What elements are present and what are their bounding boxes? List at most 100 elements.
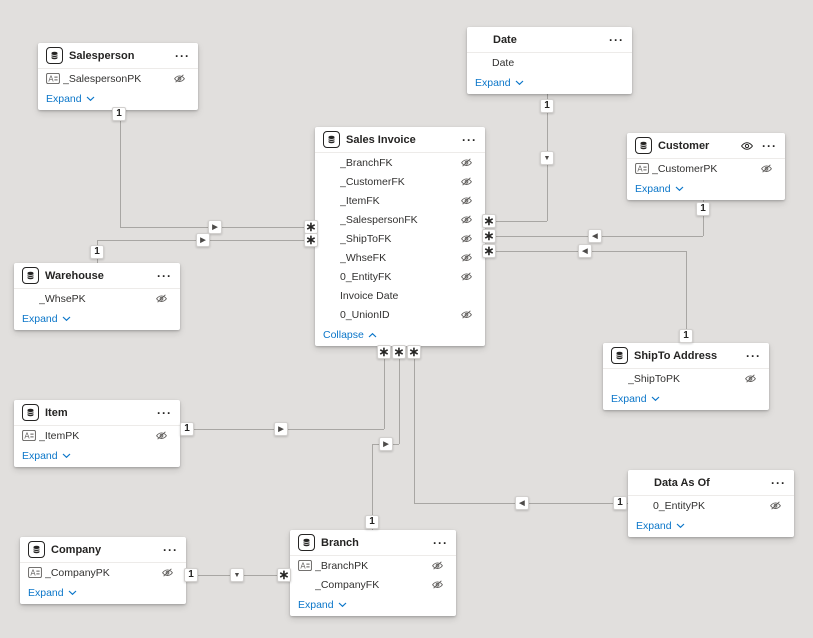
expand-toggle[interactable]: Expand — [14, 445, 180, 467]
field-name: _BranchFK — [340, 156, 393, 169]
field-row[interactable]: _CustomerFK — [315, 172, 485, 191]
more-options-icon[interactable]: ··· — [762, 138, 777, 153]
hidden-eye-icon[interactable] — [769, 499, 782, 512]
field-name: 0_EntityFK — [340, 270, 392, 283]
field-name: _SalespersonFK — [340, 213, 418, 226]
more-options-icon[interactable]: ··· — [771, 475, 786, 490]
cardinality-marker: 1 — [613, 496, 627, 510]
hidden-eye-icon[interactable] — [431, 578, 444, 591]
field-row[interactable]: _SalespersonFK — [315, 210, 485, 229]
field-row[interactable]: A_SalespersonPK — [38, 69, 198, 88]
relationship-line[interactable] — [703, 200, 704, 236]
hidden-eye-icon[interactable] — [460, 232, 473, 245]
cardinality-marker: ∗ — [482, 243, 496, 258]
hidden-eye-icon[interactable] — [760, 162, 773, 175]
hidden-eye-icon[interactable] — [155, 429, 168, 442]
more-options-icon[interactable]: ··· — [163, 542, 178, 557]
hidden-eye-icon[interactable] — [744, 372, 757, 385]
expand-toggle[interactable]: Expand — [38, 88, 198, 110]
expand-toggle[interactable]: Expand — [290, 594, 456, 616]
more-options-icon[interactable]: ··· — [609, 32, 624, 47]
filter-direction-arrow-icon: ▼ — [230, 568, 244, 582]
relationship-line[interactable] — [489, 221, 547, 222]
field-row[interactable]: 0_UnionID — [315, 305, 485, 324]
table-card-header: ShipTo Address··· — [603, 343, 769, 369]
field-row[interactable]: A_CustomerPK — [627, 159, 785, 178]
more-options-icon[interactable]: ··· — [462, 132, 477, 147]
hidden-eye-icon[interactable] — [431, 559, 444, 572]
table-card-header: Warehouse··· — [14, 263, 180, 289]
cardinality-marker: ∗ — [482, 228, 496, 243]
relationship-line[interactable] — [372, 444, 373, 530]
field-row[interactable]: _CompanyFK — [290, 575, 456, 594]
relationship-line[interactable] — [414, 346, 415, 503]
relationship-line[interactable] — [399, 346, 400, 444]
more-options-icon[interactable]: ··· — [746, 348, 761, 363]
table-title: Branch — [321, 536, 359, 549]
expand-toggle[interactable]: Expand — [14, 308, 180, 330]
field-row[interactable]: Invoice Date — [315, 286, 485, 305]
field-row[interactable]: A_CompanyPK — [20, 563, 186, 582]
filter-direction-arrow-icon: ▶ — [208, 220, 222, 234]
field-row[interactable]: _WhseFK — [315, 248, 485, 267]
hidden-eye-icon[interactable] — [460, 270, 473, 283]
field-row[interactable]: _BranchFK — [315, 153, 485, 172]
expand-toggle[interactable]: Expand — [467, 72, 632, 94]
hidden-eye-icon[interactable] — [460, 308, 473, 321]
more-options-icon[interactable]: ··· — [157, 405, 172, 420]
chevron-down-icon — [62, 316, 71, 322]
more-options-icon[interactable]: ··· — [157, 268, 172, 283]
cardinality-marker: 1 — [180, 422, 194, 436]
svg-text:A: A — [300, 561, 306, 570]
hidden-eye-icon[interactable] — [155, 292, 168, 305]
field-row[interactable]: _ItemFK — [315, 191, 485, 210]
relationship-line[interactable] — [120, 110, 121, 227]
field-row[interactable]: A_ItemPK — [14, 426, 180, 445]
hidden-eye-icon[interactable] — [161, 566, 174, 579]
field-row[interactable]: _WhsePK — [14, 289, 180, 308]
field-name: _ItemFK — [340, 194, 380, 207]
hidden-eye-icon[interactable] — [460, 156, 473, 169]
table-card-header: Item··· — [14, 400, 180, 426]
expand-collapse-label: Collapse — [323, 329, 364, 341]
field-name: _SalespersonPK — [63, 72, 142, 85]
table-card-header: Salesperson··· — [38, 43, 198, 69]
field-row[interactable]: A_BranchPK — [290, 556, 456, 575]
expand-toggle[interactable]: Expand — [628, 515, 794, 537]
hidden-eye-icon[interactable] — [460, 251, 473, 264]
database-icon — [298, 534, 315, 551]
field-row[interactable]: _ShipToFK — [315, 229, 485, 248]
field-row[interactable]: _ShipToPK — [603, 369, 769, 388]
chevron-down-icon — [62, 453, 71, 459]
expand-toggle[interactable]: Expand — [603, 388, 769, 410]
more-options-icon[interactable]: ··· — [175, 48, 190, 63]
filter-direction-arrow-icon: ▶ — [274, 422, 288, 436]
table-card-sales-invoice[interactable]: Sales Invoice···_BranchFK_CustomerFK_Ite… — [315, 127, 485, 346]
field-row[interactable]: Date — [467, 53, 632, 72]
hidden-eye-icon[interactable] — [460, 175, 473, 188]
expand-toggle[interactable]: Expand — [627, 178, 785, 200]
hidden-eye-icon[interactable] — [173, 72, 186, 85]
relationship-line[interactable] — [384, 346, 385, 429]
expand-toggle[interactable]: Expand — [20, 582, 186, 604]
cardinality-marker: ∗ — [277, 567, 291, 582]
field-row[interactable]: 0_EntityPK — [628, 496, 794, 515]
more-options-icon[interactable]: ··· — [433, 535, 448, 550]
collapse-toggle[interactable]: Collapse — [315, 324, 485, 346]
cardinality-marker: ∗ — [482, 213, 496, 228]
hidden-eye-icon[interactable] — [460, 194, 473, 207]
relationship-line[interactable] — [686, 251, 687, 343]
hidden-eye-icon[interactable] — [460, 213, 473, 226]
eye-icon[interactable] — [740, 139, 754, 153]
field-row[interactable]: 0_EntityFK — [315, 267, 485, 286]
cardinality-marker: 1 — [679, 329, 693, 343]
